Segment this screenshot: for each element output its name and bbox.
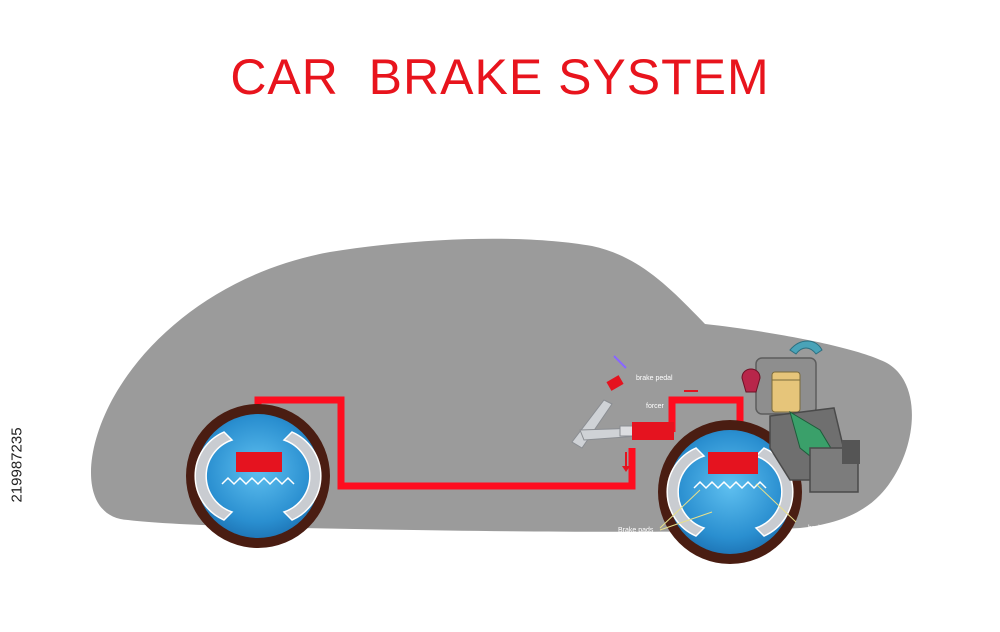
front-wheel — [658, 420, 802, 564]
pedal-pad — [606, 375, 624, 391]
front-brake-drum — [668, 430, 792, 554]
down-arrow-head — [622, 466, 630, 472]
label-brake-pedal: brake pedal — [636, 375, 673, 382]
engine-mount — [842, 440, 860, 464]
rear-wheel — [186, 404, 330, 548]
rear-return-spring — [221, 476, 295, 486]
brake-pads-callout-1 — [659, 489, 701, 529]
engine-intake-manifold — [789, 340, 823, 355]
rear-brake-shoe-right — [282, 431, 322, 521]
page-title: CAR BRAKE SYSTEM — [230, 49, 770, 105]
label-forcer: forcer — [646, 403, 665, 410]
rear-wheel-cylinder — [236, 452, 282, 472]
master-cylinder-rod — [619, 425, 635, 437]
front-wheel-cylinder — [708, 452, 758, 474]
brake-pads-callout-2 — [659, 511, 713, 531]
stock-id-vertical: 219987235 — [6, 390, 28, 540]
master-cylinder — [632, 422, 674, 440]
stock-id-text: 219987235 — [8, 427, 26, 503]
front-return-spring — [693, 480, 767, 490]
engine-piston — [771, 371, 801, 413]
front-brake-shoe-left — [666, 447, 706, 537]
label-callout-lines — [659, 483, 797, 531]
label-brake-cylinder: brake cylinder — [808, 525, 852, 532]
engine-block — [741, 340, 860, 493]
label-brake-pads: Brake pads — [618, 527, 654, 534]
rear-brake-shoe-left — [194, 431, 234, 521]
brake-cylinder-callout — [755, 483, 797, 523]
pedal-force-arrow — [613, 355, 627, 369]
rear-brake-drum — [196, 414, 320, 538]
engine-exhaust-pipe — [741, 368, 761, 393]
brake-pedal-assembly — [571, 355, 698, 472]
